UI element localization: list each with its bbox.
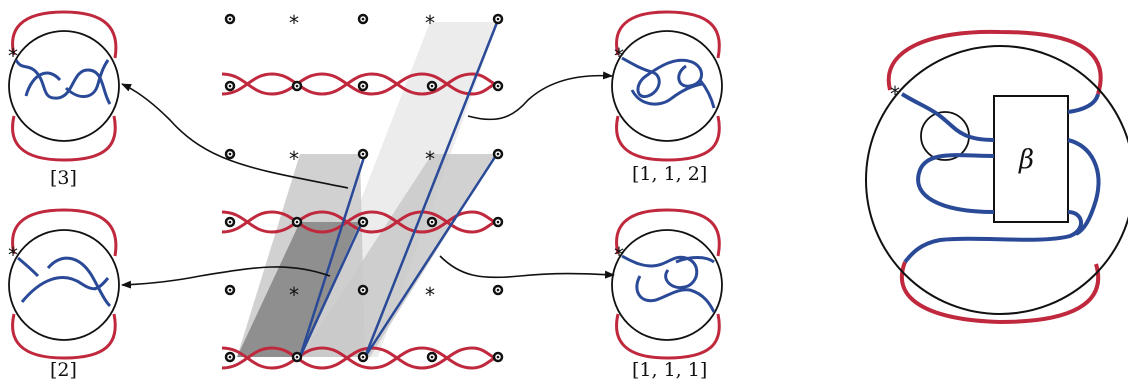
star-marker: * xyxy=(425,283,435,307)
knot-diagram-1-1-2: * xyxy=(611,10,723,162)
label-knot-1-1-1: [1, 1, 1] xyxy=(632,359,707,381)
arrow-to-top-left xyxy=(121,83,349,189)
mapping-arrows xyxy=(121,71,615,289)
outer-disk xyxy=(865,45,1128,315)
star-marker: * xyxy=(289,147,299,171)
star-marker: * xyxy=(8,44,18,68)
braid-row-1 xyxy=(221,72,501,96)
star-marker: * xyxy=(289,283,299,307)
lattice-point-centers xyxy=(228,17,500,359)
beta-box xyxy=(993,95,1069,223)
dark-shade-region xyxy=(237,222,360,357)
braid-closure-diagram: * β xyxy=(865,29,1128,325)
blue-strands xyxy=(298,19,500,358)
label-knot-3: [3] xyxy=(50,167,77,189)
label-knot-1-1-2: [1, 1, 2] xyxy=(632,163,707,185)
star-marker: * xyxy=(425,11,435,35)
blue-closure-strands xyxy=(900,92,1101,264)
star-marker: * xyxy=(425,147,435,171)
braid-row-2 xyxy=(221,210,501,234)
star-marker: * xyxy=(890,82,900,106)
star-marker: * xyxy=(614,44,624,68)
red-arc-top xyxy=(886,29,1103,95)
arrow-to-bottom-right xyxy=(439,255,615,279)
label-knot-2: [2] xyxy=(50,359,77,381)
arrow-to-bottom-left xyxy=(121,266,331,289)
center-lattice-diagram: * * * * * * xyxy=(221,11,504,370)
star-marker: * xyxy=(8,243,18,267)
arrow-to-top-right xyxy=(467,71,613,121)
knot-diagram-1-1-1: * xyxy=(611,208,723,360)
knot-diagram-3: * xyxy=(8,10,120,162)
red-arc-bottom xyxy=(899,261,1101,325)
star-marker: * xyxy=(614,243,624,267)
knot-diagram-2: * xyxy=(8,208,120,360)
mid-shade-region-right xyxy=(300,154,497,357)
star-marker: * xyxy=(289,11,299,35)
beta-label: β xyxy=(1018,145,1034,175)
